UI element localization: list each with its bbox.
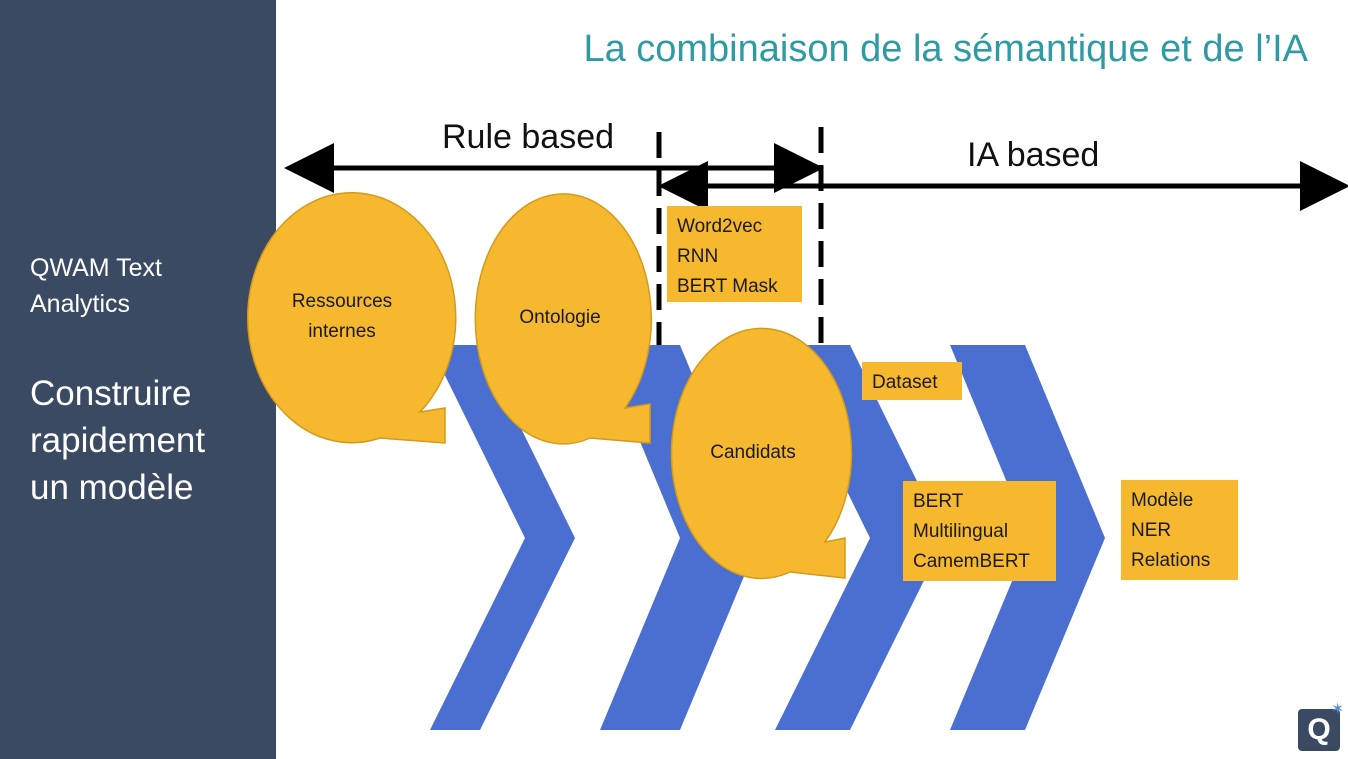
box-modele: Modèle NER Relations xyxy=(1121,480,1238,580)
slide-title: La combinaison de la sémantique et de l’… xyxy=(583,28,1308,70)
ia-based-label: IA based xyxy=(967,136,1100,174)
bubble-ontologie-label: Ontologie xyxy=(519,307,601,328)
box-dataset: Dataset xyxy=(862,362,962,400)
chevron-4 xyxy=(950,345,1105,730)
bubble-ressources-label: Ressources internes xyxy=(291,291,393,342)
bubble-ressources xyxy=(246,191,457,444)
star-icon: ✶ xyxy=(1331,701,1345,718)
chevron-1 xyxy=(430,345,575,730)
bubble-candidats-label: Candidats xyxy=(710,442,796,463)
bubble-candidats xyxy=(670,327,853,580)
bubble-ontologie xyxy=(474,193,653,445)
headline-text: Construire rapidement un modèle xyxy=(30,374,206,507)
box-word2vec: Word2vec RNN BERT Mask xyxy=(667,206,802,302)
rule-based-label: Rule based xyxy=(442,118,615,156)
brand-text: QWAM Text Analytics xyxy=(30,254,162,318)
sidebar: QWAM Text Analytics Construire rapidemen… xyxy=(0,0,276,759)
qwam-logo: Q xyxy=(1298,709,1340,751)
box-bert: BERT Multilingual CamemBERT xyxy=(903,481,1056,581)
